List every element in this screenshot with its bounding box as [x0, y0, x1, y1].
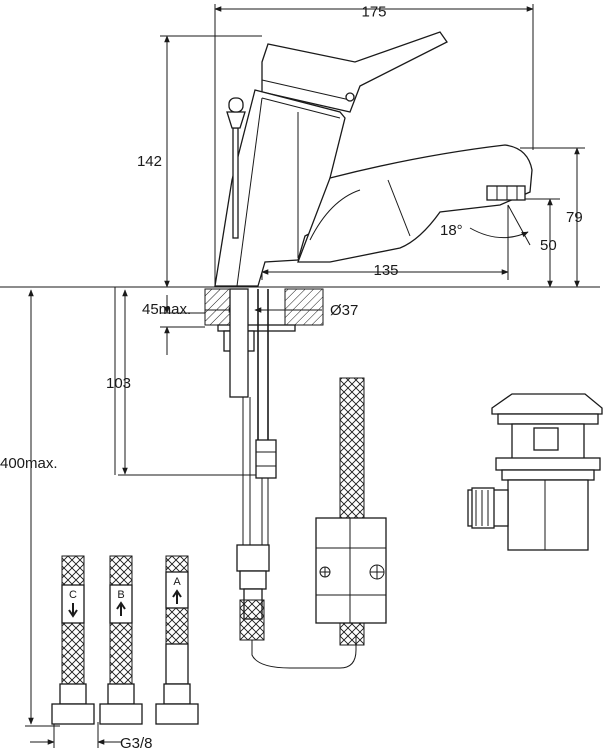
dim-aerator-height: 50 [540, 237, 557, 254]
hose-a-label: A [173, 576, 181, 588]
dim-spout-reach: 135 [373, 262, 398, 279]
deck-section [204, 288, 357, 669]
dim-total-width: 175 [361, 3, 386, 20]
faucet-body [214, 31, 533, 287]
popup-waste [467, 393, 603, 551]
hose-c-arrow [68, 603, 78, 618]
dim-hose-length: 400max. [0, 455, 58, 472]
dim-hole-diameter: Ø37 [330, 302, 358, 319]
connection-box [315, 377, 387, 646]
dim-angle: 18° [440, 222, 463, 239]
dim-height: 142 [137, 153, 162, 170]
hose-c-label: C [69, 589, 77, 601]
hose-c: C [51, 555, 95, 725]
dim-spout-height: 79 [566, 209, 583, 226]
dimension-lines [0, 4, 600, 748]
hose-a: A [155, 555, 199, 725]
hose-b: B [99, 555, 143, 725]
connection-thread: G3/8 [120, 735, 153, 750]
hose-b-arrow [116, 601, 126, 616]
dim-deck-thickness: 45max. [142, 301, 191, 318]
hose-a-arrow [172, 589, 182, 604]
hose-b-label: B [117, 589, 124, 601]
dim-tail-length: 103 [106, 375, 131, 392]
